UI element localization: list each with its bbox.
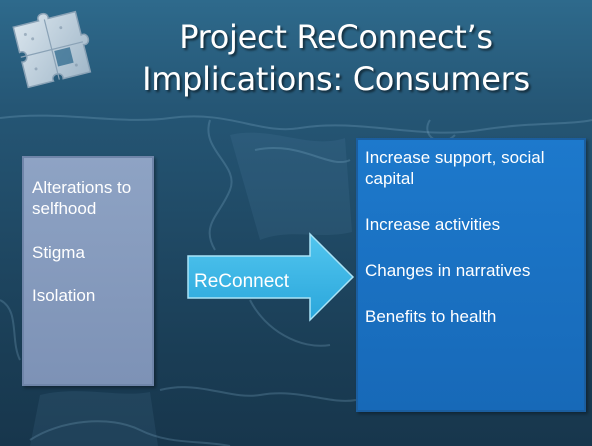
right-box: Increase support, social capital Increas… xyxy=(356,138,586,412)
list-item: Changes in narratives xyxy=(365,261,531,280)
list-item: Benefits to health xyxy=(365,307,497,326)
list-item: Alterations to selfhood xyxy=(32,178,132,218)
title-line-2: Implications: Consumers xyxy=(142,60,530,98)
left-box: Alterations to selfhood Stigma Isolation xyxy=(22,156,154,386)
puzzle-icon xyxy=(12,10,92,89)
arrow-label: ReConnect xyxy=(194,271,290,292)
list-item: Stigma xyxy=(32,243,85,262)
slide-title: Project ReConnect’s Implications: Consum… xyxy=(96,16,576,100)
list-item: Increase support, social capital xyxy=(365,148,545,188)
title-line-1: Project ReConnect’s xyxy=(179,18,493,56)
list-item: Isolation xyxy=(32,286,96,305)
list-item: Increase activities xyxy=(365,215,501,234)
right-arrow-icon xyxy=(187,232,355,322)
